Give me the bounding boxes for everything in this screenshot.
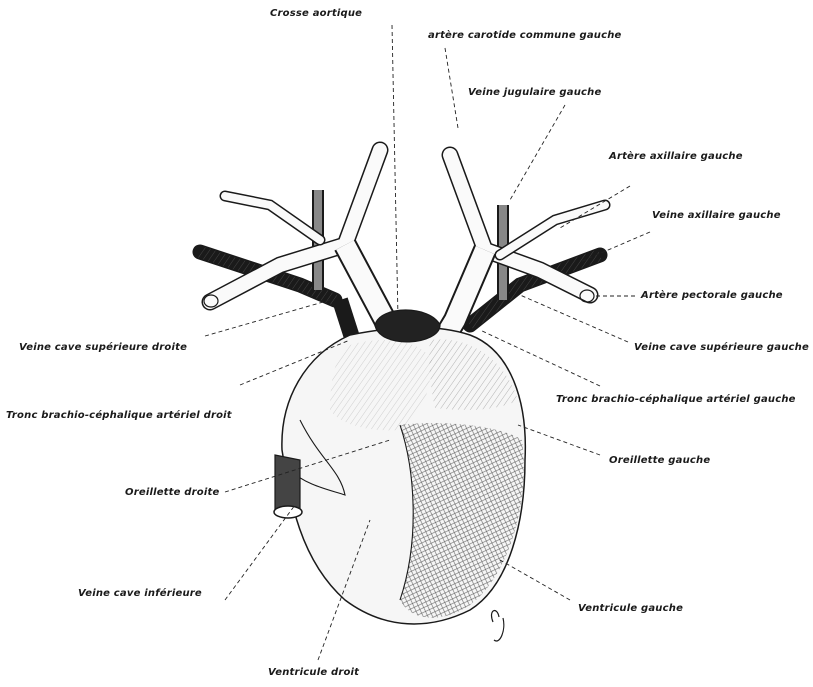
label-ventricule-droit: Ventricule droit: [268, 667, 359, 678]
label-oreillette-gauche: Oreillette gauche: [609, 455, 710, 466]
heart-body: [282, 328, 525, 624]
label-veine-cave-superieure-gauche: Veine cave supérieure gauche: [634, 342, 809, 353]
label-veine-axillaire-gauche: Veine axillaire gauche: [652, 210, 781, 221]
label-oreillette-droite: Oreillette droite: [125, 487, 219, 498]
label-artere-pectorale-gauche: Artère pectorale gauche: [641, 290, 783, 301]
label-tronc-brachio-cephalique-gauche: Tronc brachio-céphalique artériel gauche: [556, 394, 796, 405]
label-artere-carotide-commune-gauche: artère carotide commune gauche: [428, 30, 622, 41]
label-ventricule-gauche: Ventricule gauche: [578, 603, 683, 614]
left-arteries: [440, 155, 605, 345]
signature-mark: [492, 611, 504, 641]
label-veine-cave-superieure-droite: Veine cave supérieure droite: [19, 342, 187, 353]
right-arteries: [204, 150, 395, 345]
label-veine-cave-inferieure: Veine cave inférieure: [78, 588, 202, 599]
label-tronc-brachio-cephalique-droit: Tronc brachio-céphalique artériel droit: [6, 410, 232, 421]
label-veine-jugulaire-gauche: Veine jugulaire gauche: [468, 87, 601, 98]
label-crosse-aortique: Crosse aortique: [270, 8, 362, 19]
inferior-vena-cava: [274, 455, 302, 518]
label-artere-axillaire-gauche: Artère axillaire gauche: [609, 151, 743, 162]
aortic-arch: [375, 310, 440, 342]
